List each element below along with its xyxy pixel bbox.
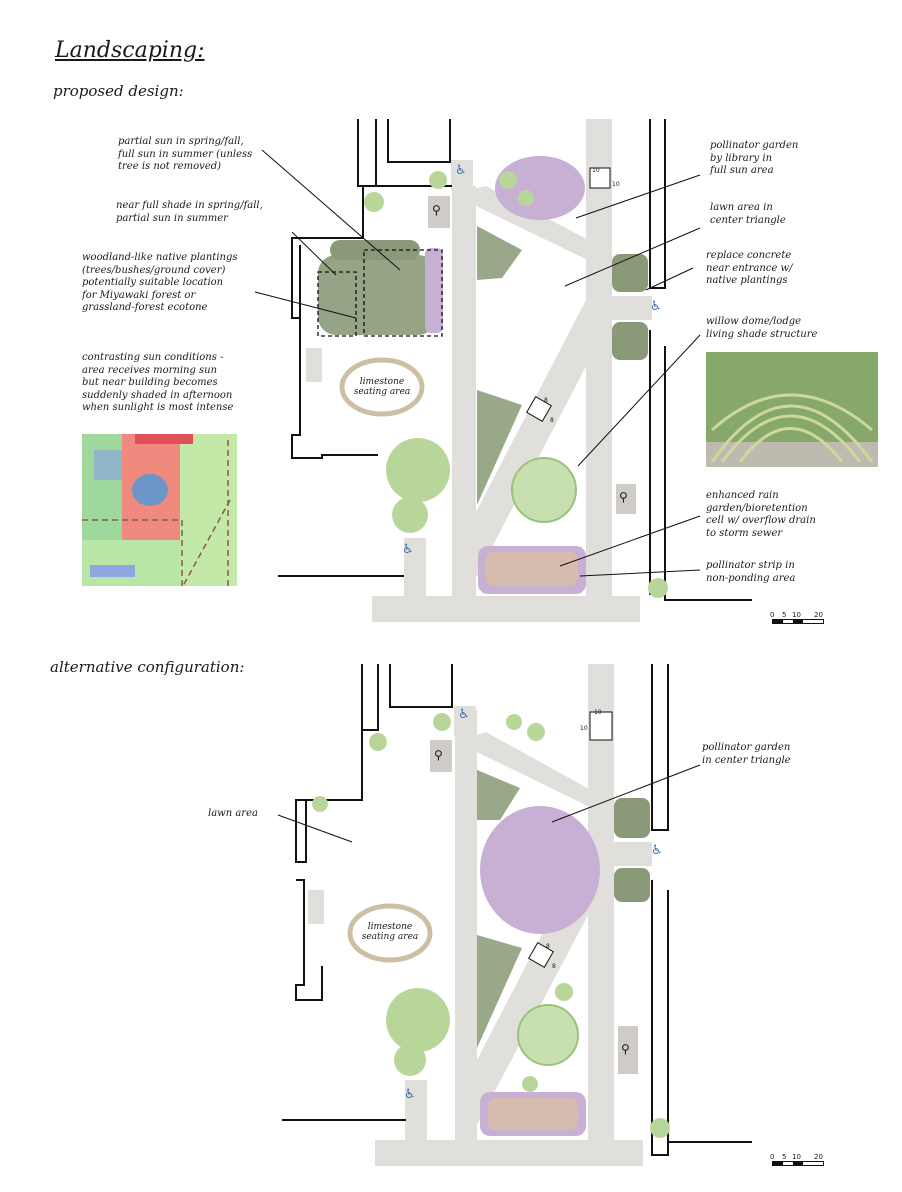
note-pollinator-library: pollinator garden by library in full sun… <box>710 140 799 176</box>
scale-label: 20 <box>814 1153 823 1161</box>
section-heading-alternative: alternative configuration: <box>50 658 245 676</box>
tree-canopy <box>386 988 450 1052</box>
dimension-box-small <box>528 942 554 968</box>
bike-rack-icon: ⚲ <box>619 490 628 504</box>
limestone-seating-area <box>347 903 433 963</box>
woodland-planting <box>318 240 443 335</box>
bike-rack-pad <box>430 740 452 772</box>
entrance-planting <box>612 254 648 292</box>
scale-label: 0 <box>770 611 775 619</box>
section-heading-proposed: proposed design: <box>53 82 184 100</box>
dimension-box-large <box>589 167 611 189</box>
shrub <box>555 983 573 1001</box>
pollinator-garden-center <box>480 806 600 934</box>
seating-area-label: limestone seating area <box>361 922 419 942</box>
dimension-label: 10 <box>580 725 588 732</box>
tree-canopy <box>392 497 428 533</box>
rain-garden <box>488 1098 578 1130</box>
shrub <box>506 714 522 730</box>
note-rain-garden: enhanced rain garden/bioretention cell w… <box>706 490 816 539</box>
shrub <box>433 713 451 731</box>
note-woodland-plantings: woodland-like native plantings (trees/bu… <box>82 252 238 313</box>
note-willow-dome: willow dome/lodge living shade structure <box>706 316 818 340</box>
willow-dome-tree <box>517 1004 579 1066</box>
entrance-planting <box>612 322 648 360</box>
dimension-label: 8 <box>546 943 550 950</box>
willow-dome-tree <box>511 457 577 523</box>
entrance-planting <box>614 798 650 838</box>
tree-canopy <box>386 438 450 502</box>
shrub <box>518 190 534 206</box>
note-partial-sun: partial sun in spring/fall, full sun in … <box>118 136 253 172</box>
shrub <box>499 171 517 189</box>
shrub <box>527 723 545 741</box>
scale-label: 10 <box>792 1153 801 1161</box>
scale-label: 5 <box>782 611 787 619</box>
accessible-icon: ♿ <box>404 1087 416 1102</box>
scale-bar: 0 5 10 20 <box>770 610 826 624</box>
accessible-icon: ♿ <box>651 843 663 858</box>
bike-rack-pad <box>618 1026 638 1074</box>
note-replace-concrete: replace concrete near entrance w/ native… <box>706 250 793 286</box>
shrub <box>364 192 384 212</box>
scale-label: 5 <box>782 1153 787 1161</box>
dimension-label: 8 <box>552 963 556 970</box>
seating-area-label: limestone seating area <box>353 377 411 397</box>
triangle-planting <box>477 226 522 280</box>
shrub <box>429 171 447 189</box>
shrub <box>312 796 328 812</box>
triangle-planting <box>477 390 522 505</box>
concrete-pad <box>306 348 322 382</box>
note-lawn-area: lawn area <box>208 808 258 819</box>
shrub <box>369 733 387 751</box>
leader-lines-alt <box>277 764 701 843</box>
bike-rack-pad <box>428 196 450 228</box>
leader-lines <box>254 149 701 577</box>
building-outlines-alt <box>282 664 752 1156</box>
sun-heatmap <box>82 434 237 587</box>
note-near-full-shade: near full shade in spring/fall, partial … <box>116 200 263 224</box>
accessible-icon: ♿ <box>455 163 467 178</box>
bike-rack-pad <box>616 484 636 514</box>
scale-bar: 0 5 10 20 <box>770 1152 826 1166</box>
triangle-planting <box>477 770 520 820</box>
accessible-icon: ♿ <box>458 707 470 722</box>
page-title: Landscaping: <box>55 38 205 63</box>
tree-canopy <box>394 1044 426 1076</box>
bike-rack-icon: ⚲ <box>621 1042 630 1056</box>
accessible-icon: ♿ <box>650 299 662 314</box>
dimension-box-small <box>526 396 552 422</box>
accessible-icon: ♿ <box>402 542 414 557</box>
note-lawn-center: lawn area in center triangle <box>710 202 786 226</box>
dimension-label: 10 <box>592 167 600 174</box>
entrance-planting <box>614 868 650 902</box>
bike-rack-icon: ⚲ <box>434 748 443 762</box>
shrub <box>650 1118 670 1138</box>
pollinator-garden <box>495 156 585 220</box>
dimension-label: 8 <box>550 417 554 424</box>
sun-zone-boxes <box>317 249 443 337</box>
shrub <box>522 1076 538 1092</box>
triangle-planting <box>477 935 522 1048</box>
note-pollinator-strip: pollinator strip in non-ponding area <box>706 560 796 584</box>
concrete-pad <box>308 890 324 924</box>
dimension-label: 10 <box>594 709 602 716</box>
scale-label: 10 <box>792 611 801 619</box>
note-contrasting-sun: contrasting sun conditions - area receiv… <box>82 352 234 413</box>
rain-garden <box>486 552 578 586</box>
walkway-paths <box>372 119 652 622</box>
dimension-label: 8 <box>544 397 548 404</box>
dimension-box-large <box>589 711 613 741</box>
scale-label: 0 <box>770 1153 775 1161</box>
bike-rack-icon: ⚲ <box>432 203 441 217</box>
dimension-label: 10 <box>612 181 620 188</box>
scale-label: 20 <box>814 611 823 619</box>
note-pollinator-center: pollinator garden in center triangle <box>702 742 791 766</box>
limestone-seating-area <box>339 357 425 417</box>
shrub <box>648 578 668 598</box>
